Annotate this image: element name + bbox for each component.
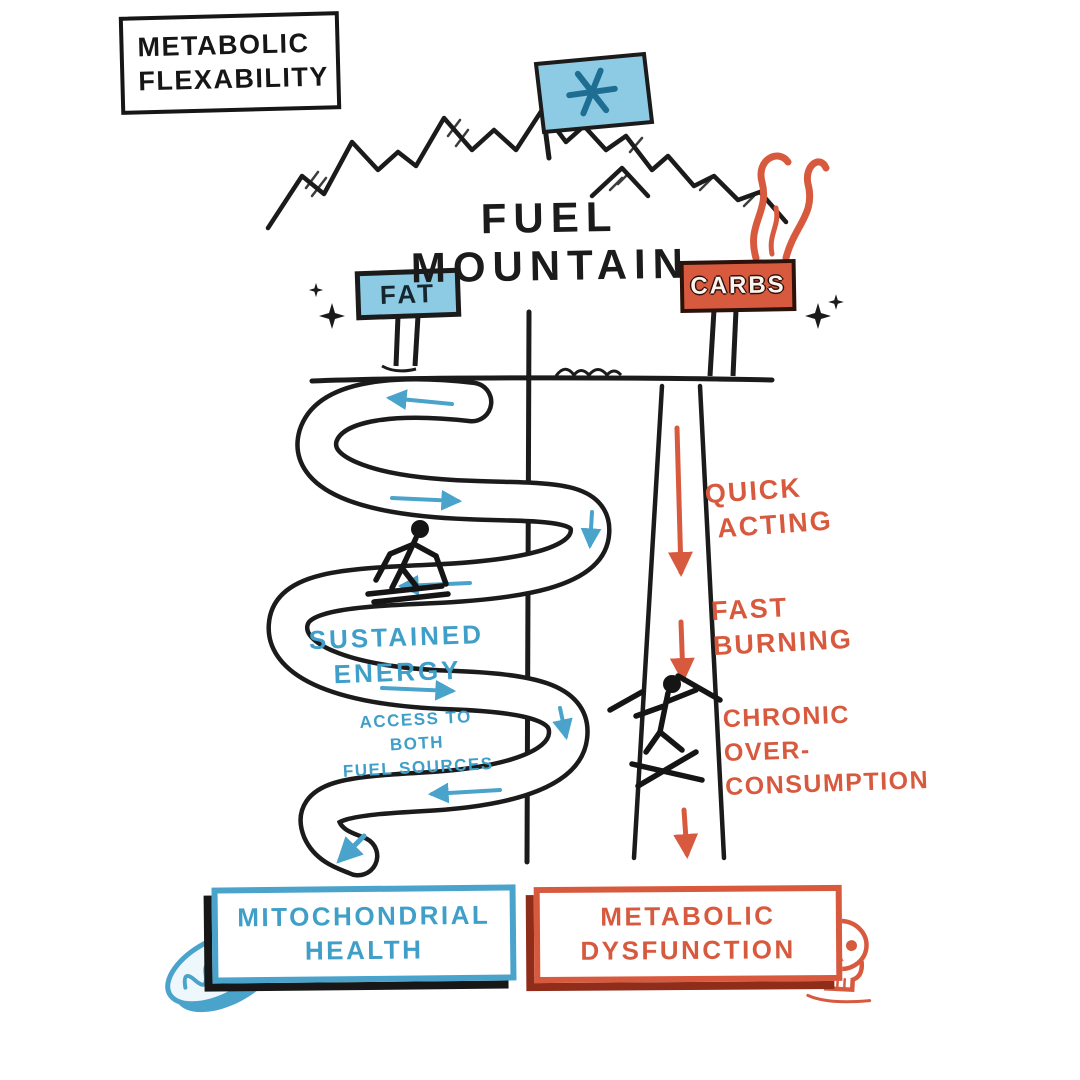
title-box: METABOLIC FLEXABILITY xyxy=(118,11,342,115)
chronic-overconsumption-label: CHRONIC OVER- CONSUMPTION xyxy=(722,700,930,801)
fat-sign xyxy=(354,267,462,373)
access-fuel-sources-label: ACCESS TO BOTH FUEL SOURCES xyxy=(342,707,495,781)
carbs-sign-post xyxy=(707,309,717,377)
fat-sign-board xyxy=(354,267,462,321)
carbs-sign-label: CARBS xyxy=(690,271,786,300)
ground-line xyxy=(309,375,775,384)
trail-exit-arrow xyxy=(336,833,367,864)
metabolic-dysfunction-box: METABOLIC DYSFUNCTION xyxy=(533,884,843,984)
flame-icon xyxy=(750,152,830,262)
title-line1: METABOLIC xyxy=(137,28,310,63)
fast-burning-label: FAST BURNING xyxy=(710,592,854,662)
fat-sign-post xyxy=(393,315,401,367)
sparkle-icon xyxy=(308,282,844,329)
title-line2: FLEXABILITY xyxy=(138,61,330,97)
quick-acting-label: QUICK ACTING xyxy=(703,472,834,544)
carb-drop-arrows xyxy=(667,425,699,859)
rocks-sketch xyxy=(554,367,623,378)
carbs-sign xyxy=(679,258,797,377)
falling-skier-icon xyxy=(607,673,723,789)
summit-flag-icon xyxy=(533,51,655,161)
sustained-energy-label: SUSTAINED ENERGY xyxy=(308,618,485,690)
carb-slope-lines xyxy=(631,383,727,861)
fat-sign-label: FAT xyxy=(379,277,437,310)
fat-trail-road xyxy=(266,377,612,878)
skier-icon xyxy=(365,520,451,605)
snowflake-icon xyxy=(566,67,618,117)
carbs-sign-board xyxy=(679,258,797,314)
mitochondrial-health-box: MITOCHONDRIAL HEALTH xyxy=(211,884,517,984)
